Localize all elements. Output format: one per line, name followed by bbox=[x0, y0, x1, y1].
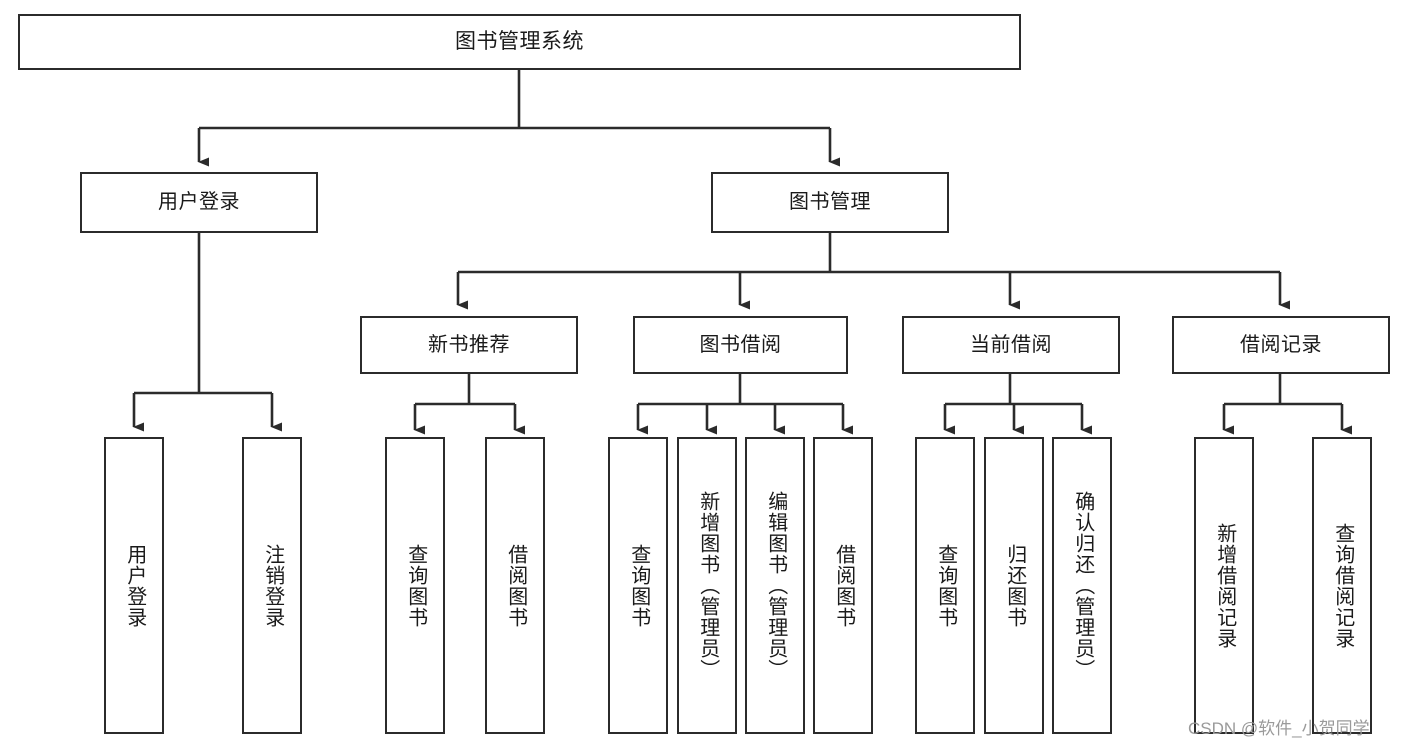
csdn-watermark: CSDN @软件_小贺同学 bbox=[1188, 719, 1370, 738]
node-leaf-query-book-borrow-label: 查询图书 bbox=[627, 543, 650, 628]
node-root-label: 图书管理系统 bbox=[455, 30, 584, 54]
node-leaf-query-book-recommend-label: 查询图书 bbox=[404, 543, 427, 628]
node-leaf-query-book-current[interactable]: 查询图书 bbox=[915, 437, 975, 734]
node-book-management-label: 图书管理 bbox=[789, 191, 871, 214]
node-leaf-confirm-return-admin[interactable]: 确认归还（管理员） bbox=[1052, 437, 1112, 734]
node-leaf-return-book[interactable]: 归还图书 bbox=[984, 437, 1044, 734]
node-leaf-add-borrow-record[interactable]: 新增借阅记录 bbox=[1194, 437, 1254, 734]
node-leaf-return-book-label: 归还图书 bbox=[1003, 543, 1026, 628]
node-leaf-confirm-return-admin-label: 确认归还（管理员） bbox=[1071, 491, 1094, 680]
node-leaf-user-login-label: 用户登录 bbox=[123, 543, 146, 628]
node-current-borrow-label: 当前借阅 bbox=[970, 333, 1052, 356]
node-leaf-edit-book-admin-label: 编辑图书（管理员） bbox=[764, 491, 787, 680]
node-borrow-record-label: 借阅记录 bbox=[1240, 333, 1322, 356]
node-leaf-query-book-current-label: 查询图书 bbox=[934, 543, 957, 628]
node-book-borrow-label: 图书借阅 bbox=[699, 333, 782, 356]
node-new-book-recommend[interactable]: 新书推荐 bbox=[360, 316, 578, 374]
node-leaf-add-book-admin[interactable]: 新增图书（管理员） bbox=[677, 437, 737, 734]
node-leaf-borrow-book-recommend[interactable]: 借阅图书 bbox=[485, 437, 545, 734]
node-new-book-recommend-label: 新书推荐 bbox=[428, 333, 510, 356]
node-borrow-record[interactable]: 借阅记录 bbox=[1172, 316, 1390, 374]
node-leaf-borrow-book-recommend-label: 借阅图书 bbox=[504, 543, 527, 628]
node-leaf-logout[interactable]: 注销登录 bbox=[242, 437, 302, 734]
node-leaf-logout-label: 注销登录 bbox=[261, 543, 284, 628]
node-leaf-query-borrow-record[interactable]: 查询借阅记录 bbox=[1312, 437, 1372, 734]
node-leaf-borrow-book[interactable]: 借阅图书 bbox=[813, 437, 873, 734]
node-leaf-add-book-admin-label: 新增图书（管理员） bbox=[696, 491, 719, 680]
node-book-borrow[interactable]: 图书借阅 bbox=[633, 316, 848, 374]
node-leaf-add-borrow-record-label: 新增借阅记录 bbox=[1213, 522, 1236, 649]
node-leaf-borrow-book-label: 借阅图书 bbox=[832, 543, 855, 628]
node-leaf-query-book-borrow[interactable]: 查询图书 bbox=[608, 437, 668, 734]
node-book-management[interactable]: 图书管理 bbox=[711, 172, 949, 233]
node-leaf-edit-book-admin[interactable]: 编辑图书（管理员） bbox=[745, 437, 805, 734]
node-root-system[interactable]: 图书管理系统 bbox=[18, 14, 1021, 70]
node-leaf-query-book-recommend[interactable]: 查询图书 bbox=[385, 437, 445, 734]
node-leaf-user-login[interactable]: 用户登录 bbox=[104, 437, 164, 734]
node-user-login-label: 用户登录 bbox=[158, 191, 240, 214]
node-leaf-query-borrow-record-label: 查询借阅记录 bbox=[1331, 522, 1354, 649]
node-user-login[interactable]: 用户登录 bbox=[80, 172, 318, 233]
node-current-borrow[interactable]: 当前借阅 bbox=[902, 316, 1120, 374]
